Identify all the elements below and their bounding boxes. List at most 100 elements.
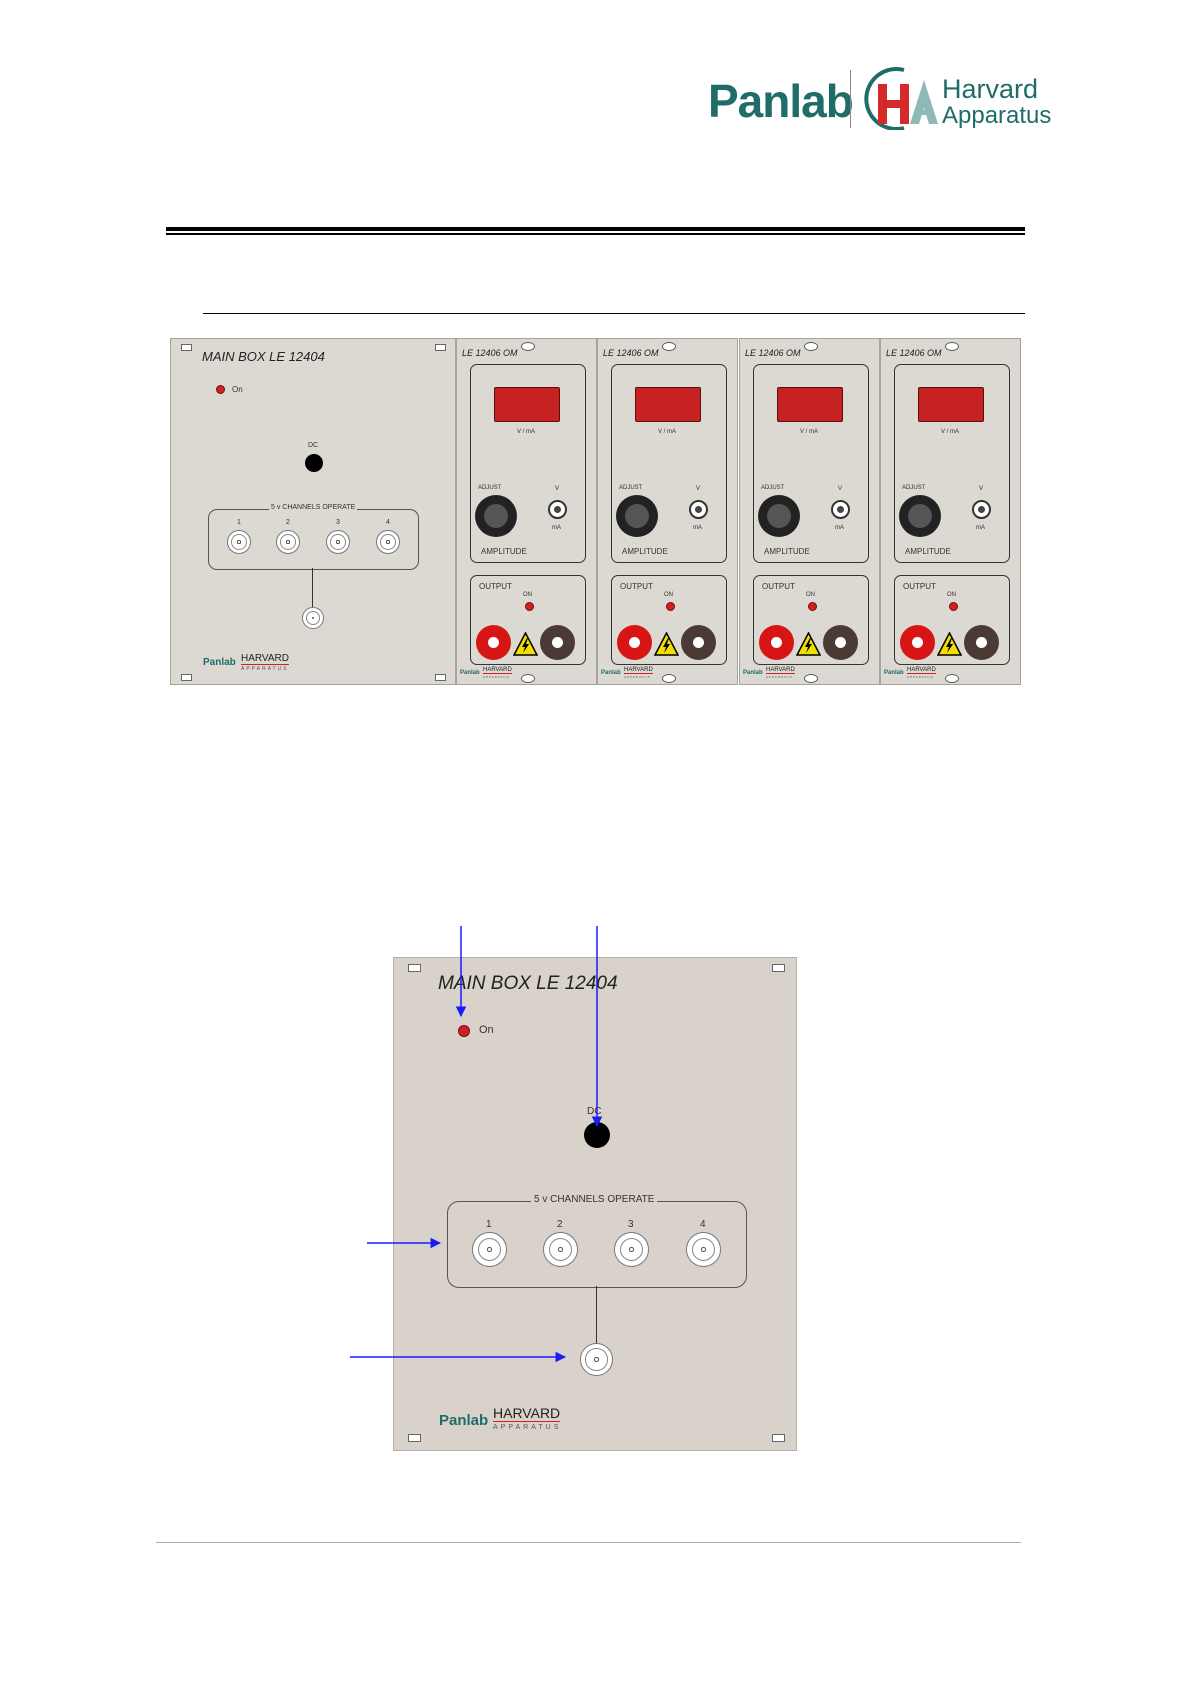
output-section: [611, 575, 727, 665]
output-negative-jack[interactable]: [540, 625, 575, 660]
channel-bnc-connector-3[interactable]: [614, 1232, 649, 1267]
amplitude-adjust-knob[interactable]: [616, 495, 658, 537]
mounting-slot: [181, 344, 192, 351]
brand-apparatus: APPARATUS: [766, 675, 793, 679]
module-title: LE 12406 OM: [886, 348, 942, 358]
logo-separator: [850, 70, 851, 128]
display-unit-label: V / mA: [941, 429, 960, 435]
mounting-hole: [945, 674, 959, 683]
output-positive-jack[interactable]: [759, 625, 794, 660]
output-on-label: ON: [664, 592, 673, 598]
output-positive-jack[interactable]: [900, 625, 935, 660]
main-box-title: MAIN BOX LE 12404: [202, 349, 325, 364]
power-led: [216, 385, 225, 394]
module-title: LE 12406 OM: [603, 348, 659, 358]
output-positive-jack[interactable]: [617, 625, 652, 660]
v-ma-toggle-switch[interactable]: [831, 500, 850, 519]
v-ma-toggle-switch[interactable]: [689, 500, 708, 519]
channel-bnc-connector-4[interactable]: [686, 1232, 721, 1267]
mounting-slot: [181, 674, 192, 681]
brand-apparatus: APPARATUS: [241, 666, 289, 672]
v-ma-toggle-switch[interactable]: [972, 500, 991, 519]
brand-apparatus: APPARATUS: [907, 675, 934, 679]
amplitude-label: AMPLITUDE: [481, 547, 527, 556]
channel-bnc-connector-4[interactable]: [376, 530, 400, 554]
output-module-1: LE 12406 OM V / mA ADJUST V mA AMPLITUDE…: [456, 338, 597, 685]
high-voltage-warning-icon: [654, 632, 679, 656]
adjust-label: ADJUST: [619, 485, 643, 491]
dc-label: DC: [308, 442, 319, 449]
channel-number: 4: [700, 1219, 706, 1230]
module-title: LE 12406 OM: [462, 348, 518, 358]
output-on-led: [949, 602, 958, 611]
amplitude-adjust-knob[interactable]: [899, 495, 941, 537]
v-label: V: [838, 486, 843, 492]
ma-label: mA: [552, 525, 561, 531]
ha-logo-icon: [864, 67, 938, 130]
output-on-led: [808, 602, 817, 611]
brand-harvard: HARVARD: [766, 667, 795, 674]
v-label: V: [979, 486, 984, 492]
output-on-led: [525, 602, 534, 611]
mounting-slot: [408, 964, 421, 972]
output-module-2: LE 12406 OM V / mA ADJUST V mA AMPLITUDE…: [597, 338, 738, 685]
output-on-label: ON: [947, 592, 956, 598]
output-label: OUTPUT: [479, 582, 512, 591]
amplitude-label: AMPLITUDE: [905, 547, 951, 556]
brand-panlab: Panlab: [884, 670, 904, 676]
mounting-hole: [804, 674, 818, 683]
channel-bnc-connector-2[interactable]: [276, 530, 300, 554]
output-label: OUTPUT: [903, 582, 936, 591]
output-on-label: ON: [806, 592, 815, 598]
channel-number: 3: [628, 1219, 634, 1230]
amplitude-adjust-knob[interactable]: [475, 495, 517, 537]
channel-bnc-connector-2[interactable]: [543, 1232, 578, 1267]
v-label: V: [555, 486, 560, 492]
amplitude-adjust-knob[interactable]: [758, 495, 800, 537]
channel-bnc-connector-3[interactable]: [326, 530, 350, 554]
channel-number: 2: [286, 519, 290, 526]
adjust-label: ADJUST: [902, 485, 926, 491]
channel-bnc-connector-1[interactable]: [227, 530, 251, 554]
header-rule-secondary: [166, 233, 1025, 235]
ma-label: mA: [976, 525, 985, 531]
v-ma-toggle-switch[interactable]: [548, 500, 567, 519]
common-bnc-connector[interactable]: [302, 607, 324, 629]
output-negative-jack[interactable]: [964, 625, 999, 660]
logo-apparatus-text: Apparatus: [942, 102, 1052, 129]
channel-bnc-connector-1[interactable]: [472, 1232, 507, 1267]
power-led-label: On: [479, 1024, 494, 1036]
brand-harvard: HARVARD: [907, 667, 936, 674]
common-bnc-connector[interactable]: [580, 1343, 613, 1376]
value-display: [918, 387, 984, 422]
brand-harvard: HARVARD: [624, 667, 653, 674]
output-label: OUTPUT: [762, 582, 795, 591]
output-label: OUTPUT: [620, 582, 653, 591]
output-negative-jack[interactable]: [681, 625, 716, 660]
footer-rule: [156, 1542, 1021, 1543]
display-unit-label: V / mA: [658, 429, 677, 435]
section-rule: [203, 313, 1025, 314]
output-positive-jack[interactable]: [476, 625, 511, 660]
mounting-hole: [521, 674, 535, 683]
mounting-hole: [804, 342, 818, 351]
amplitude-section: [470, 364, 586, 563]
main-box-title: MAIN BOX LE 12404: [438, 973, 618, 994]
mounting-slot: [435, 674, 446, 681]
output-section: [753, 575, 869, 665]
brand-apparatus: APPARATUS: [493, 1424, 562, 1431]
output-module-4: LE 12406 OM V / mA ADJUST V mA AMPLITUDE…: [880, 338, 1021, 685]
connector-line: [312, 568, 313, 607]
channel-number: 2: [557, 1219, 563, 1230]
brand-harvard: HARVARD: [493, 1405, 561, 1422]
output-negative-jack[interactable]: [823, 625, 858, 660]
output-section: [894, 575, 1010, 665]
output-on-label: ON: [523, 592, 532, 598]
channels-label: 5 v CHANNELS OPERATE: [269, 504, 358, 511]
mounting-hole: [662, 342, 676, 351]
amplitude-section: [753, 364, 869, 563]
high-voltage-warning-icon: [513, 632, 538, 656]
amplitude-section: [611, 364, 727, 563]
output-module-3: LE 12406 OM V / mA ADJUST V mA AMPLITUDE…: [739, 338, 880, 685]
dc-input-jack[interactable]: [305, 454, 323, 472]
